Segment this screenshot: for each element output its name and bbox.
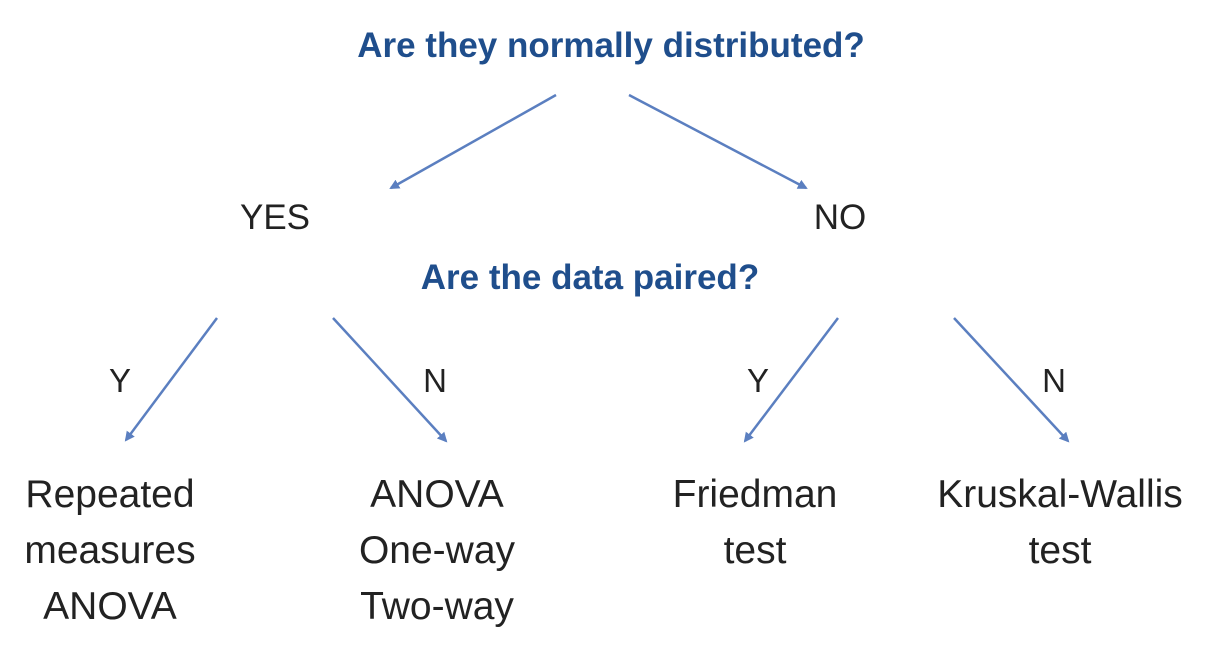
leaf-line: Repeated [25,473,195,516]
arrow-no-to-friedman [743,317,839,443]
question-data-paired: Are the data paired? [420,258,760,297]
arrow-no-to-kruskal [953,317,1070,443]
leaf-line: Kruskal-Wallis [937,473,1183,516]
arrow-yes-to-anova [332,317,448,443]
edge-label-no-paired: Y [746,362,769,399]
leaf-repeated-measures-anova: Repeated measures ANOVA [5,467,215,635]
question-normally-distributed: Are they normally distributed? [357,26,865,65]
leaf-line: Friedman [672,473,838,516]
leaf-friedman-test: Friedman test [645,467,865,579]
arrow-to-no [628,93,808,190]
leaf-kruskal-wallis-test: Kruskal-Wallis test [920,467,1200,579]
leaf-line: ANOVA [370,473,504,516]
edge-label-no-unpaired: N [1042,362,1066,399]
leaf-anova: ANOVA One-way Two-way [332,467,542,635]
edge-label-yes-unpaired: N [423,362,447,399]
leaf-line: One-way [358,529,516,572]
leaf-line: measures [24,529,196,572]
leaf-line: test [1028,529,1092,572]
arrow-to-yes [389,93,557,190]
arrow-yes-to-repeated [124,317,219,442]
leaf-line: Two-way [360,585,514,628]
branch-yes-label: YES [239,198,311,237]
leaf-line: test [723,529,787,572]
leaf-line: ANOVA [43,585,177,628]
edge-label-yes-paired: Y [108,362,131,399]
branch-no-label: NO [813,198,867,237]
